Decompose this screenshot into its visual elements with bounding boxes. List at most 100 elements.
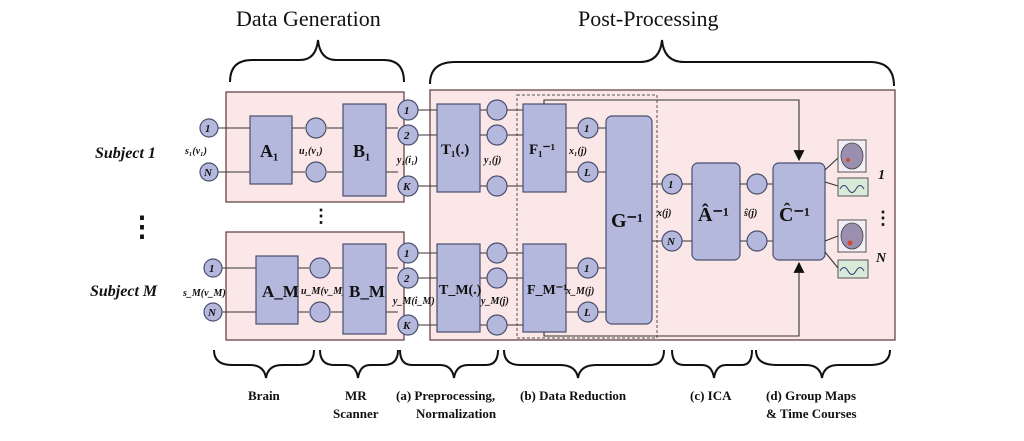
node-sm-n: [203, 302, 223, 322]
block-a-hat: [691, 162, 741, 261]
timecourse-top-wave: [839, 185, 865, 193]
node-s1-first-label: 1: [205, 123, 211, 135]
node-x1-first-label: 1: [584, 123, 590, 135]
brain-map-top-image: [840, 142, 864, 170]
node-ym-first: [397, 242, 419, 264]
signal-x: x(j): [656, 208, 671, 219]
brace-ica: [671, 349, 753, 379]
feedback-arrow-bottom: [543, 261, 805, 337]
node-sm-n-label: N: [207, 307, 217, 319]
node-ym-k-label: K: [402, 320, 411, 332]
block-b1-label: B₁: [353, 141, 370, 161]
node-y1j-mid: [486, 124, 508, 146]
signal-s-hat: ŝ(j): [743, 208, 757, 219]
node-y1-first: [397, 99, 419, 121]
node-s-hat-top: [746, 173, 768, 195]
node-um-bottom: [309, 301, 331, 323]
brace-data-generation: [229, 39, 405, 83]
region-data-reduction-dashed: [516, 94, 658, 339]
caption-preprocessing-line1: (a) Preprocessing,: [396, 388, 495, 403]
signal-xm: x_M(j): [565, 286, 594, 297]
node-um-top: [309, 257, 331, 279]
block-f1-label: F₁⁻¹: [529, 142, 555, 158]
caption-mr-line1: MR: [345, 388, 367, 403]
node-x1-first: [577, 117, 599, 139]
brace-brain: [213, 349, 315, 379]
node-x-n-label: N: [666, 236, 676, 248]
block-tm-label: T_M(.): [439, 283, 482, 298]
block-fm-label: F_M⁻¹: [527, 283, 567, 298]
block-fm: [522, 243, 567, 333]
node-y1-second: [397, 124, 419, 146]
signal-sm: s_M(v_M): [182, 288, 226, 299]
node-ym-second-label: 2: [403, 273, 410, 285]
node-xm-l: [577, 301, 599, 323]
block-a1: [249, 115, 293, 185]
node-x1-l-label: L: [583, 167, 591, 179]
node-ymj-bottom: [486, 314, 508, 336]
brain-map-bottom-image: [840, 222, 864, 250]
signal-ymj: y_M(j): [480, 296, 509, 307]
timecourse-bottom-wave: [839, 267, 865, 275]
caption-data-reduction: (b) Data Reduction: [520, 388, 627, 403]
block-t1: [436, 103, 481, 193]
output-vertical-dots: ⋮: [874, 208, 892, 228]
node-xm-first-label: 1: [584, 263, 590, 275]
block-b1: [342, 103, 387, 197]
block-tm: [436, 243, 481, 333]
caption-brain: Brain: [248, 388, 281, 403]
caption-mr-line2: Scanner: [333, 406, 379, 421]
node-s1-n-label: N: [203, 167, 213, 179]
block-bm-label: B_M: [349, 282, 385, 301]
node-ym-second: [397, 267, 419, 289]
caption-group-maps-line1: (d) Group Maps: [766, 388, 856, 403]
signal-y1i: y₁(i₁): [396, 155, 418, 166]
node-sm-first: [203, 258, 223, 278]
caption-preprocessing-line2: Normalization: [416, 406, 497, 421]
node-y1-first-label: 1: [404, 105, 410, 117]
brain-map-top-activation: [846, 158, 850, 162]
caption-ica: (c) ICA: [690, 388, 732, 403]
timecourse-top: [837, 177, 869, 197]
node-y1-k-label: K: [402, 181, 411, 193]
block-bm: [342, 243, 387, 335]
output-label-top: 1: [878, 168, 885, 183]
generation-vertical-dots: ⋮: [312, 206, 330, 226]
block-g-label: G⁻¹: [611, 210, 643, 232]
brace-post-processing: [429, 39, 895, 87]
block-am-label: A_M: [262, 282, 299, 301]
caption-group-maps-line2: & Time Courses: [766, 406, 857, 421]
node-y1j-bottom: [486, 175, 508, 197]
node-u1-bottom: [305, 161, 327, 183]
node-y1j-top: [486, 99, 508, 121]
output-label-bottom: N: [875, 251, 887, 266]
brace-preprocessing: [399, 349, 499, 379]
node-y1-second-label: 2: [403, 130, 410, 142]
heading-data-generation: Data Generation: [236, 6, 381, 31]
block-c-hat-label: Ĉ⁻¹: [779, 201, 810, 226]
block-a-hat-label: Â⁻¹: [698, 202, 729, 226]
node-x-first-label: 1: [668, 179, 674, 191]
label-subject-1: Subject 1: [95, 145, 156, 162]
signal-um: u_M(v_M): [301, 286, 345, 297]
brace-group-maps: [755, 349, 891, 379]
brain-map-bottom-activation: [847, 240, 853, 246]
node-s-hat-bottom: [746, 230, 768, 252]
signal-u1: u₁(v₁): [299, 146, 323, 157]
label-subject-m: Subject M: [90, 283, 158, 300]
node-x-n: [661, 230, 683, 252]
node-x1-l: [577, 161, 599, 183]
signal-ymi: y_M(i_M): [392, 296, 435, 307]
brace-mr-scanner: [319, 349, 399, 379]
node-ym-k: [397, 314, 419, 336]
node-x-first: [661, 173, 683, 195]
block-c-hat: [772, 162, 826, 261]
node-u1-top: [305, 117, 327, 139]
signal-x1: x₁(j): [568, 146, 587, 157]
block-t1-label: T₁(.): [441, 142, 469, 158]
node-s1-first: [199, 118, 219, 138]
node-xm-first: [577, 257, 599, 279]
feedback-arrow-top: [543, 99, 805, 162]
block-g: [605, 115, 653, 325]
